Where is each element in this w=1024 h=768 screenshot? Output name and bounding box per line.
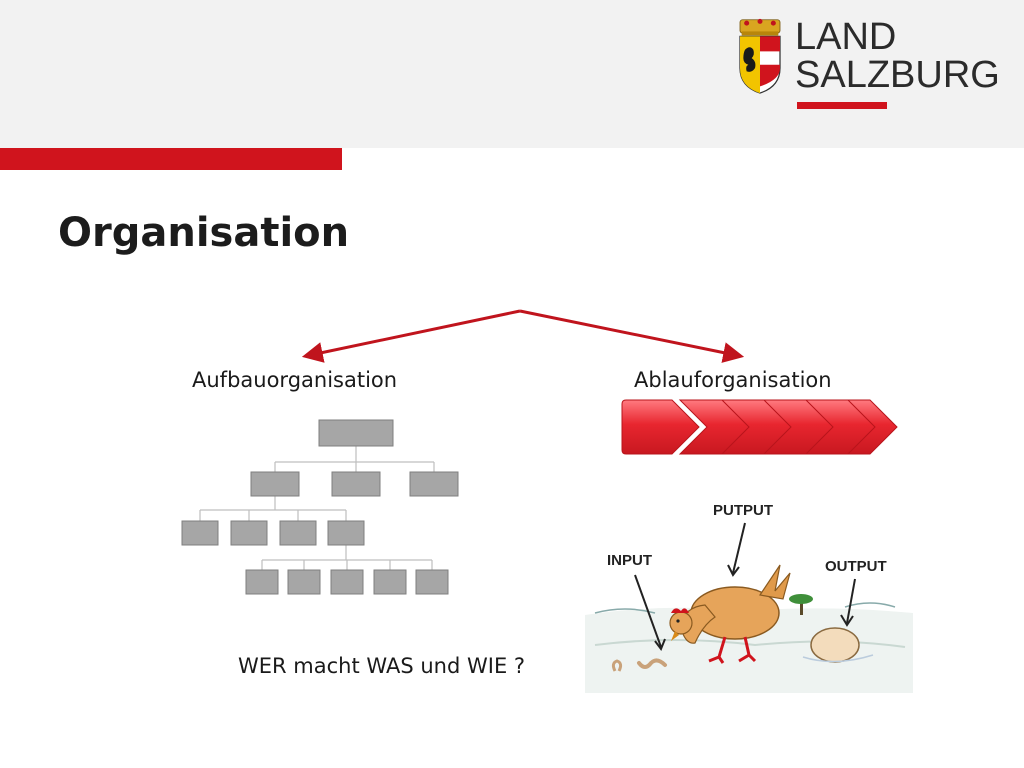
branch-arrows	[301, 309, 745, 363]
left-branch-label: Aufbauorganisation	[192, 368, 398, 392]
org-chart	[199, 446, 435, 570]
org-box-level3-2	[230, 520, 268, 546]
chevron-1	[621, 399, 700, 455]
org-box-level2-1	[250, 471, 300, 497]
org-box-level2-2	[331, 471, 381, 497]
org-box-level3-1	[181, 520, 219, 546]
org-box-level2-3	[409, 471, 459, 497]
arrow-left	[301, 309, 521, 363]
logo-wordmark: LAND SALZBURG	[795, 18, 1000, 94]
label-putput: PUTPUT	[713, 502, 773, 519]
logo-line-2: SALZBURG	[795, 54, 1000, 96]
header-accent-bar	[0, 148, 342, 170]
coat-of-arms-icon	[739, 18, 781, 94]
org-box-level4-5	[415, 569, 449, 595]
slide-title: Organisation	[58, 210, 350, 256]
chevron-6	[846, 399, 898, 455]
process-chevrons	[621, 399, 898, 455]
org-chart-boxes	[181, 419, 459, 595]
org-box-level4-3	[330, 569, 364, 595]
org-box-level4-2	[287, 569, 321, 595]
org-box-level3-4	[327, 520, 365, 546]
logo-line-1: LAND	[795, 16, 897, 58]
org-box-level4-1	[245, 569, 279, 595]
arrow-right	[519, 309, 745, 363]
logo-underline	[797, 102, 887, 109]
org-box-level4-4	[373, 569, 407, 595]
label-output: OUTPUT	[825, 558, 887, 575]
org-box-top	[318, 419, 394, 447]
label-input: INPUT	[607, 552, 652, 569]
hen-input-output-illustration: INPUT PUTPUT OUTPUT	[585, 495, 913, 693]
header-band	[0, 0, 1024, 148]
question-text: WER macht WAS und WIE ?	[238, 654, 526, 678]
illustration-pointers	[634, 522, 856, 652]
right-branch-label: Ablauforganisation	[634, 368, 832, 392]
org-box-level3-3	[279, 520, 317, 546]
